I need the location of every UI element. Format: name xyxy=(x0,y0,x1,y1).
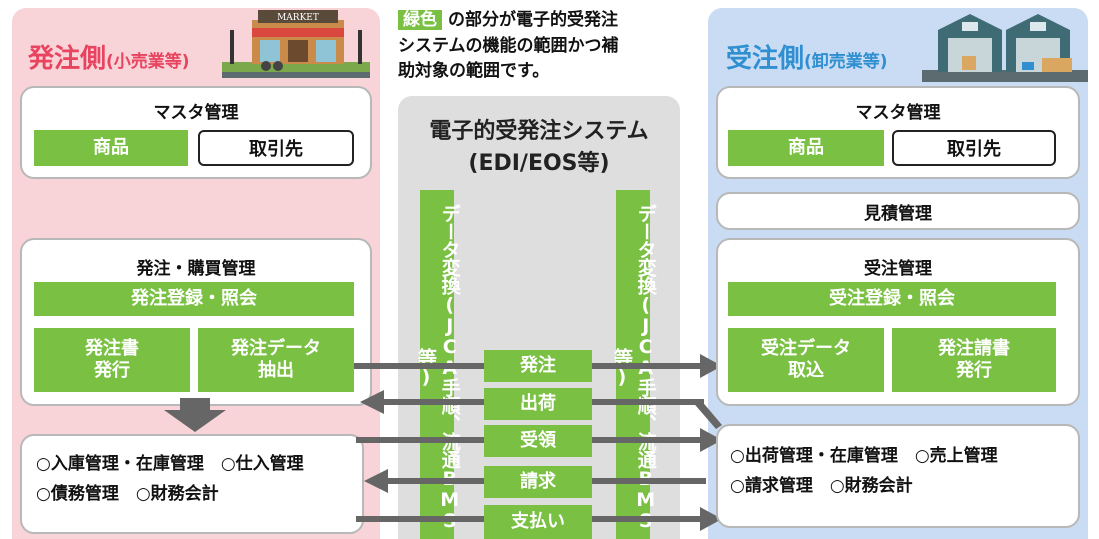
down-arrow-icon xyxy=(164,398,226,432)
receiving-side-title: 受注側(卸売業等) xyxy=(726,38,888,75)
edi-system-title-line2: (EDI/EOS等) xyxy=(468,150,610,176)
warehouse-illustration xyxy=(922,14,1088,82)
order-data-extract-line1: 発注データ xyxy=(231,337,321,359)
order-data-import[interactable]: 受注データ 取込 xyxy=(728,328,884,392)
order-register-inquiry[interactable]: 発注登録・照会 xyxy=(34,282,354,316)
store-sign-text: MARKET xyxy=(277,13,319,23)
receiving-side-subtitle: (卸売業等) xyxy=(804,52,888,72)
estimate-management[interactable]: 見積管理 xyxy=(716,192,1080,230)
purchase-management-title: 発注・購買管理 xyxy=(136,259,256,279)
scope-note-line2: システムの機能の範囲かつ補 xyxy=(398,35,619,56)
flow-receipt: 受領 xyxy=(484,425,592,457)
scope-note: 緑色の部分が電子的受発注 システムの機能の範囲かつ補 助対象の範囲です。 xyxy=(398,8,698,85)
flow-shipment: 出荷 xyxy=(484,388,592,420)
flow-payment: 支払い xyxy=(484,505,592,539)
ordering-other-line2: ○債務管理 ○財務会計 xyxy=(36,483,219,504)
ordering-other-functions: ○入庫管理・在庫管理 ○仕入管理 ○債務管理 ○財務会計 xyxy=(20,434,364,534)
ordering-side-subtitle: (小売業等) xyxy=(106,52,190,72)
order-data-extract[interactable]: 発注データ 抽出 xyxy=(198,328,354,392)
receiving-master-title: マスタ管理 xyxy=(855,103,941,123)
edi-system-title-line1: 電子的受発注システム xyxy=(429,119,649,144)
ordering-side-title-text: 発注側 xyxy=(28,44,107,74)
scope-note-line1: の部分が電子的受発注 xyxy=(448,10,618,30)
receiving-master-partner[interactable]: 取引先 xyxy=(892,130,1056,166)
scope-note-line3: 助対象の範囲です。 xyxy=(398,61,550,81)
order-acknowledgement-line2: 発行 xyxy=(956,360,992,381)
receiving-other-line1: ○出荷管理・在庫管理 ○売上管理 xyxy=(730,446,998,466)
edi-system-title: 電子的受発注システム (EDI/EOS等) xyxy=(398,116,680,180)
order-form-issue[interactable]: 発注書 発行 xyxy=(34,328,190,392)
ordering-other-line1: ○入庫管理・在庫管理 ○仕入管理 xyxy=(36,454,304,474)
ordering-master-partner[interactable]: 取引先 xyxy=(198,130,354,166)
store-illustration: MARKET xyxy=(222,10,370,78)
flow-order: 発注 xyxy=(484,350,592,382)
receiving-other-line2: ○請求管理 ○財務会計 xyxy=(730,475,913,496)
receiving-other-functions: ○出荷管理・在庫管理 ○売上管理 ○請求管理 ○財務会計 xyxy=(716,424,1080,528)
receiving-master-product[interactable]: 商品 xyxy=(728,130,884,166)
ordering-side-title: 発注側(小売業等) xyxy=(28,38,190,75)
order-acknowledgement-line1: 発注請書 xyxy=(938,337,1010,359)
order-form-issue-line2: 発行 xyxy=(94,360,130,381)
ordering-master-product[interactable]: 商品 xyxy=(34,130,188,166)
order-acknowledgement-issue[interactable]: 発注請書 発行 xyxy=(892,328,1056,392)
ordering-master-title: マスタ管理 xyxy=(153,103,239,123)
order-data-import-line2: 取込 xyxy=(788,360,824,381)
order-form-issue-line1: 発注書 xyxy=(85,337,139,359)
flow-invoice: 請求 xyxy=(484,466,592,498)
order-data-import-line1: 受注データ xyxy=(761,337,851,359)
scope-note-tag: 緑色 xyxy=(398,10,442,30)
order-data-extract-line2: 抽出 xyxy=(258,360,294,381)
order-management-title: 受注管理 xyxy=(864,259,932,279)
estimate-management-label: 見積管理 xyxy=(864,203,932,224)
receive-register-inquiry[interactable]: 受注登録・照会 xyxy=(728,282,1056,316)
receiving-side-title-text: 受注側 xyxy=(726,44,805,74)
